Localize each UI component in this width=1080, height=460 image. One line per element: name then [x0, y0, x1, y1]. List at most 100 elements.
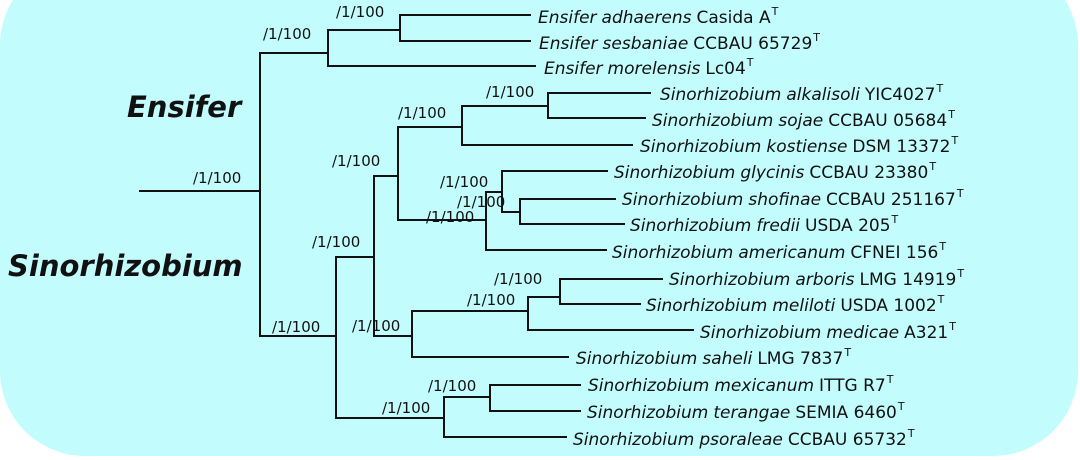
- taxon-strain: YIC4027: [864, 85, 936, 105]
- support-value-shofinae-fredii: /1/100: [457, 193, 505, 211]
- taxon-species: glycinis: [740, 163, 804, 183]
- taxon-genus: Sinorhizobium: [700, 323, 821, 343]
- taxon-strain: LMG 14919: [860, 270, 957, 290]
- support-value-glycinis-group: /1/100: [426, 208, 474, 226]
- taxon-genus: Ensifer: [539, 34, 599, 54]
- taxon-strain: A321: [904, 323, 948, 343]
- support-value-alkalisoli-sojae: /1/100: [486, 83, 534, 101]
- taxon-strain: CCBAU 23380: [809, 163, 928, 183]
- type-strain-mark: T: [928, 160, 936, 173]
- support-value-sinorhizobium-clade: /1/100: [272, 318, 320, 336]
- clade-label-sinorhizobium: Sinorhizobium: [8, 249, 243, 283]
- taxon-genus: Sinorhizobium: [622, 190, 743, 210]
- type-strain-mark: T: [886, 373, 894, 386]
- type-strain-mark: T: [746, 56, 754, 69]
- taxon-genus: Sinorhizobium: [660, 85, 781, 105]
- taxon-species: medicae: [826, 323, 899, 343]
- taxon-strain: USDA 1002: [840, 296, 936, 316]
- taxon-strain: CCBAU 65729: [693, 34, 812, 54]
- type-strain-mark: T: [907, 427, 915, 440]
- taxon-species: shofinae: [748, 190, 821, 210]
- support-value-ensifer-clade: /1/100: [263, 25, 311, 43]
- type-strain-mark: T: [843, 346, 851, 359]
- taxon-genus: Sinorhizobium: [576, 349, 697, 369]
- support-value-psoraleae-group: /1/100: [382, 399, 430, 417]
- taxon-species: adhaerens: [602, 8, 692, 28]
- taxon-species: alkalisoli: [786, 85, 860, 105]
- taxon-strain: USDA 205: [805, 216, 891, 236]
- taxon-species: sojae: [778, 111, 823, 131]
- taxon-genus: Sinorhizobium: [646, 296, 767, 316]
- type-strain-mark: T: [935, 82, 943, 95]
- taxon-species: kostiense: [766, 137, 847, 157]
- taxon-genus: Ensifer: [544, 59, 604, 79]
- support-value-meliloti-sub: /1/100: [467, 291, 515, 309]
- taxon-strain: ITTG R7: [819, 376, 886, 396]
- taxon-strain: Lc04: [705, 59, 745, 79]
- type-strain-mark: T: [771, 5, 779, 18]
- taxon-genus: Sinorhizobium: [588, 376, 709, 396]
- support-value-glycinis-node: /1/100: [440, 173, 488, 191]
- taxon-species: saheli: [702, 349, 752, 369]
- taxon-strain: DSM 13372: [852, 137, 950, 157]
- taxon-genus: Sinorhizobium: [573, 430, 694, 450]
- support-value-arboris-meliloti: /1/100: [494, 270, 542, 288]
- taxon-species: sesbaniae: [603, 34, 689, 54]
- taxon-genus: Sinorhizobium: [630, 216, 751, 236]
- taxon-species: mexicanum: [714, 376, 814, 396]
- taxon-genus: Sinorhizobium: [614, 163, 735, 183]
- support-value-meliloti-group: /1/100: [352, 317, 400, 335]
- taxon-species: arboris: [795, 270, 854, 290]
- type-strain-mark: T: [947, 108, 955, 121]
- taxon-genus: Ensifer: [538, 8, 598, 28]
- taxon-genus: Sinorhizobium: [652, 111, 773, 131]
- type-strain-mark: T: [897, 400, 905, 413]
- clade-label-ensifer: Ensifer: [127, 90, 243, 124]
- type-strain-mark: T: [891, 213, 899, 226]
- taxon-genus: Sinorhizobium: [640, 137, 761, 157]
- type-strain-mark: T: [956, 187, 964, 200]
- taxon-strain: CFNEI 156: [850, 243, 938, 263]
- taxon-genus: Sinorhizobium: [587, 403, 708, 423]
- taxon-species: meliloti: [772, 296, 835, 316]
- taxon-strain: Casida A: [696, 8, 770, 28]
- taxon-species: fredii: [756, 216, 800, 236]
- support-values: /1/100 /1/100 /1/100 /1/100 /1/100 /1/10…: [193, 3, 542, 417]
- taxon-strain: LMG 7837: [757, 349, 843, 369]
- taxon-strain: CCBAU 65732: [788, 430, 907, 450]
- type-strain-mark: T: [948, 320, 956, 333]
- type-strain-mark: T: [938, 240, 946, 253]
- taxon-species: americanum: [738, 243, 845, 263]
- taxon-species: psoraleae: [698, 430, 783, 450]
- type-strain-mark: T: [937, 293, 945, 306]
- taxon-species: terangae: [713, 403, 790, 423]
- support-value-sino-main: /1/100: [312, 233, 360, 251]
- type-strain-mark: T: [956, 267, 964, 280]
- type-strain-mark: T: [812, 31, 820, 44]
- taxon-species: morelensis: [608, 59, 701, 79]
- taxon-strain: CCBAU 251167: [826, 190, 956, 210]
- type-strain-mark: T: [950, 134, 958, 147]
- support-value-mexicanum-terangae: /1/100: [428, 377, 476, 395]
- taxon-strain: SEMIA 6460: [795, 403, 897, 423]
- support-value-sino-upper: /1/100: [332, 152, 380, 170]
